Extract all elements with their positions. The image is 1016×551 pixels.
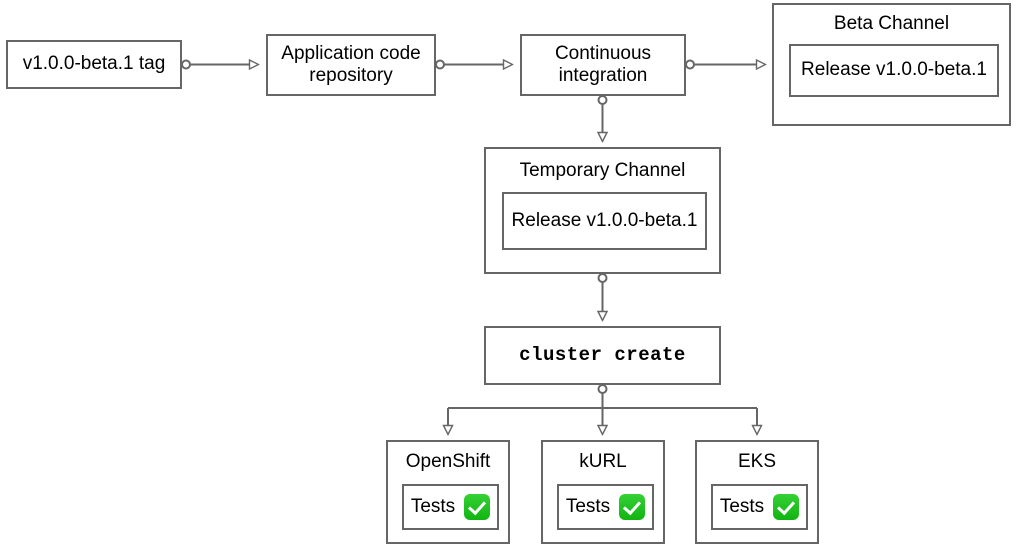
node-continuous-integration-label: Continuous integration: [554, 42, 652, 86]
node-application-code-repository-label: Application code repository: [281, 42, 421, 86]
node-temporary-channel-release[interactable]: Release v1.0.0-beta.1: [502, 192, 707, 250]
group-target-openshift[interactable]: OpenShift Tests: [386, 440, 510, 544]
edge-endpoint-dot-repo: [435, 59, 445, 70]
node-eks-tests[interactable]: Tests: [711, 484, 808, 530]
check-mark-button-icon: [619, 494, 646, 520]
edge-endpoint-dot-cluster-create: [597, 384, 608, 394]
node-continuous-integration[interactable]: Continuous integration: [520, 34, 686, 96]
node-beta-channel-release-label: Release v1.0.0-beta.1: [801, 59, 987, 81]
group-target-openshift-title: OpenShift: [405, 451, 491, 472]
edge-endpoint-dot-ci-right: [685, 59, 695, 70]
group-temporary-channel-title: Temporary Channel: [519, 160, 686, 181]
group-target-kurl[interactable]: kURL Tests: [541, 440, 665, 544]
node-version-tag-label: v1.0.0-beta.1 tag: [22, 53, 166, 75]
check-mark-button-icon: [464, 494, 491, 520]
node-openshift-tests[interactable]: Tests: [402, 484, 499, 530]
node-cluster-create-label: cluster create: [519, 344, 686, 367]
group-target-eks[interactable]: EKS Tests: [695, 440, 819, 544]
node-cluster-create[interactable]: cluster create: [484, 326, 721, 385]
group-beta-channel[interactable]: Beta Channel Release v1.0.0-beta.1: [772, 3, 1011, 126]
node-openshift-tests-label: Tests: [410, 495, 456, 517]
group-beta-channel-title: Beta Channel: [833, 13, 950, 34]
group-target-kurl-title: kURL: [579, 451, 627, 472]
edge-endpoint-dot-ci-bottom: [597, 95, 608, 105]
node-kurl-tests[interactable]: Tests: [557, 484, 654, 530]
node-kurl-tests-label: Tests: [565, 495, 611, 517]
node-temporary-channel-release-label: Release v1.0.0-beta.1: [511, 209, 698, 231]
check-mark-button-icon: [773, 494, 800, 520]
edge-endpoint-dot-tag: [181, 59, 191, 70]
edge-endpoint-dot-temporary-channel: [597, 273, 608, 283]
node-beta-channel-release[interactable]: Release v1.0.0-beta.1: [789, 44, 999, 97]
node-eks-tests-label: Tests: [719, 495, 765, 517]
group-temporary-channel[interactable]: Temporary Channel Release v1.0.0-beta.1: [484, 147, 721, 274]
group-target-eks-title: EKS: [737, 451, 777, 472]
node-version-tag[interactable]: v1.0.0-beta.1 tag: [6, 40, 182, 89]
node-application-code-repository[interactable]: Application code repository: [266, 34, 436, 96]
